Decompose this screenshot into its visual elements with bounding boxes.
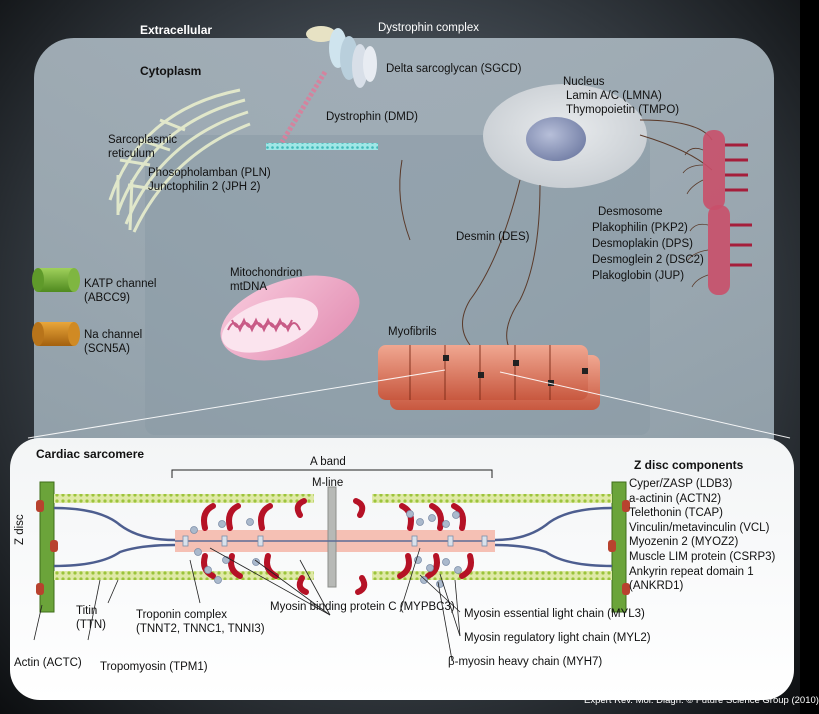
myh7-label: β-myosin heavy chain (MYH7) — [448, 656, 603, 668]
katp-channel-label: KATP channel — [84, 278, 157, 290]
zoom-lines — [27, 369, 791, 439]
z-disc-anchors — [36, 500, 630, 595]
z-disc-item: Muscle LIM protein (CSRP3) — [629, 550, 776, 563]
katp-gene-label: (ABCC9) — [84, 292, 131, 304]
na-gene-label: (SCN5A) — [84, 343, 131, 355]
tropomyosin-label: Tropomyosin (TPM1) — [100, 661, 208, 673]
cardiac-sarcomere-title: Cardiac sarcomere — [36, 447, 145, 461]
mybpc3-label: Myosin binding protein C (MYPBC3) — [270, 601, 455, 613]
a-band-bracket — [171, 469, 493, 478]
z-disc-item: Cyper/ZASP (LDB3) — [629, 478, 733, 490]
myl2-label: Myosin regulatory light chain (MYL2) — [464, 632, 651, 644]
delta-sarcoglycan-label: Delta sarcoglycan (SGCD) — [386, 63, 522, 75]
thymopoietin-label: Thymopoietin (TMPO) — [566, 104, 680, 116]
na-channel-shape — [32, 322, 80, 346]
nucleus-label: Nucleus — [563, 76, 605, 88]
z-disc-component-list: Cyper/ZASP (LDB3) a-actinin (ACTN2) Tele… — [629, 477, 775, 594]
z-disc-components-title: Z disc components — [634, 458, 744, 472]
katp-channel-shape — [32, 268, 80, 292]
mitochondrion-shape — [220, 275, 360, 361]
titin-filaments — [53, 506, 613, 568]
mybpc-markers — [182, 535, 488, 547]
desmin-label: Desmin (DES) — [456, 231, 530, 243]
z-disc-item: (ANKRD1) — [629, 580, 684, 593]
troponin-label: Troponin complex — [136, 609, 227, 621]
plakophilin-label: Plakophilin (PKP2) — [592, 222, 688, 234]
cytoplasm-label: Cytoplasm — [140, 64, 202, 78]
actin-filaments — [54, 494, 612, 580]
lamin-label: Lamin A/C (LMNA) — [566, 90, 662, 102]
extracellular-label: Extracellular — [140, 23, 213, 37]
titin-gene-label: (TTN) — [76, 619, 107, 631]
diagram-artwork — [10, 26, 794, 700]
junctophilin-label: Junctophilin 2 (JPH 2) — [148, 181, 261, 193]
mtdna-label: mtDNA — [230, 281, 268, 293]
mitochondrion-label: Mitochondrion — [230, 267, 303, 279]
light-chains — [190, 510, 462, 588]
z-disc-item: Telethonin (TCAP) — [629, 507, 723, 520]
z-disc-item: Vinculin/metavinculin (VCL) — [629, 521, 770, 534]
desmoplakin-label: Desmoplakin (DPS) — [592, 238, 693, 250]
dystrophin-actin-strand — [266, 143, 378, 150]
dystrophin-label: Dystrophin (DMD) — [326, 111, 419, 123]
phospholamban-label: Phosopholamban (PLN) — [148, 167, 271, 179]
m-line-label: M-line — [312, 477, 344, 489]
dystrophin-rod — [279, 70, 328, 144]
sarcoplasmic-reticulum-label-1: Sarcoplasmic — [108, 134, 178, 146]
desmoglein-label: Desmoglein 2 (DSC2) — [592, 254, 704, 266]
desmosome-shape — [682, 130, 752, 295]
dystrophin-complex-label: Dystrophin complex — [378, 22, 479, 34]
a-band-label: A band — [310, 456, 346, 468]
na-channel-label: Na channel — [84, 329, 143, 341]
myofibrils-shape — [378, 345, 600, 410]
myofibrils-label: Myofibrils — [388, 326, 437, 338]
sarcoplasmic-reticulum-label-2: reticulum — [108, 148, 155, 160]
desmosome-label: Desmosome — [598, 206, 663, 218]
leader-lines — [33, 547, 461, 661]
z-disc-label: Z disc — [14, 514, 26, 545]
myl3-label: Myosin essential light chain (MYL3) — [464, 608, 645, 620]
dystrophin-complex-shape — [306, 26, 377, 88]
plakoglobin-label: Plakoglobin (JUP) — [592, 270, 685, 282]
z-disc-item: a-actinin (ACTN2) — [629, 492, 722, 505]
sarcoplasmic-reticulum-shape — [108, 88, 251, 233]
troponin-genes-label: (TNNT2, TNNC1, TNNI3) — [136, 623, 265, 635]
nucleus-shape — [483, 84, 647, 188]
actin-label: Actin (ACTC) — [14, 657, 82, 669]
credit-line: Expert Rev. Mol. Diagn. © Future Science… — [584, 695, 819, 706]
z-disc-item: Ankyrin repeat domain 1 — [629, 565, 754, 578]
z-disc-item: Myozenin 2 (MYOZ2) — [629, 536, 739, 549]
m-line-bar — [327, 486, 337, 588]
titin-label: Titin — [76, 605, 98, 617]
sarcomere-panel — [10, 438, 794, 700]
myosin-heads — [201, 498, 474, 595]
